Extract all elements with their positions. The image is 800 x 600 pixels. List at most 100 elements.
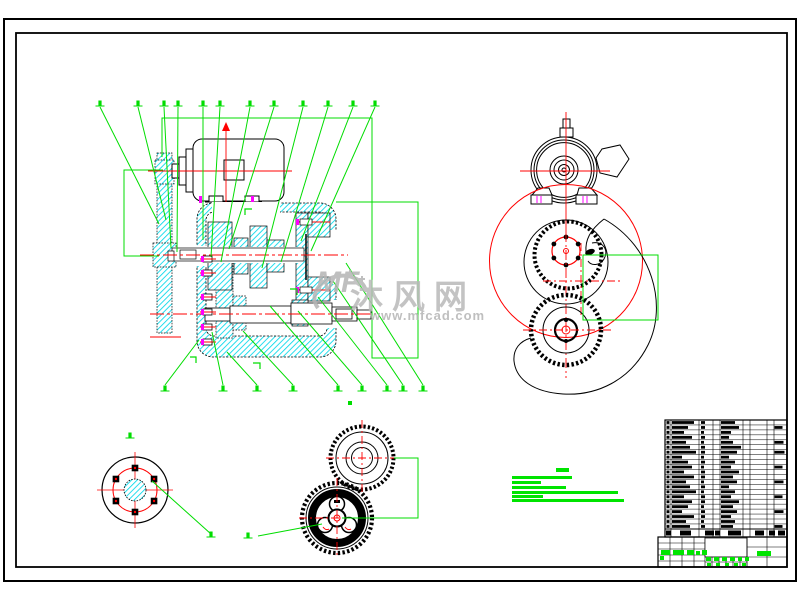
foundation-bolt bbox=[251, 196, 254, 203]
electric-motor-end-view bbox=[520, 112, 630, 232]
gear-pair-detail-view bbox=[299, 420, 398, 558]
header-cell-blob bbox=[705, 530, 714, 536]
title-text-blob bbox=[687, 550, 694, 555]
gear-pitch-circle-red bbox=[489, 184, 643, 338]
balloon-number bbox=[351, 100, 355, 106]
header-cell-blob bbox=[728, 530, 741, 536]
wall-bolt-nut bbox=[201, 256, 204, 262]
flange-hub bbox=[123, 478, 147, 502]
wall-bolt-nut bbox=[201, 309, 204, 315]
balloon-number bbox=[248, 100, 252, 106]
spec-blob bbox=[721, 495, 731, 499]
leader-line bbox=[164, 339, 200, 386]
spec-blob bbox=[721, 445, 741, 449]
remark-blob bbox=[774, 450, 785, 454]
driven-gear bbox=[326, 420, 398, 494]
motor-nameplate bbox=[223, 159, 245, 181]
wall-bolt-nut bbox=[201, 324, 204, 330]
notes-line bbox=[512, 495, 543, 498]
qty-blob bbox=[701, 445, 705, 449]
header-cell-blob bbox=[755, 530, 764, 536]
title-text-blob bbox=[725, 563, 729, 566]
balloon-labels bbox=[95, 100, 428, 539]
flange-bolt-center bbox=[133, 510, 137, 514]
spec-blob bbox=[721, 485, 729, 489]
leader-line bbox=[332, 280, 404, 386]
parts-list-table bbox=[664, 419, 788, 538]
spec-blob bbox=[721, 460, 735, 464]
qty-blob bbox=[701, 500, 705, 504]
housing-bolts bbox=[200, 255, 216, 346]
item-no-blob bbox=[666, 426, 670, 429]
title-block-border bbox=[657, 536, 788, 568]
qty-blob bbox=[701, 470, 705, 474]
output-shaft-assembly bbox=[150, 299, 376, 327]
qty-blob bbox=[701, 505, 704, 509]
section-mark bbox=[290, 288, 298, 295]
title-text-blob bbox=[730, 557, 735, 561]
item-no-blob bbox=[666, 480, 670, 484]
qty-blob bbox=[701, 435, 705, 439]
leader-line bbox=[99, 106, 160, 225]
item-no-blob bbox=[666, 455, 670, 459]
name-blob bbox=[672, 475, 694, 479]
view-frame bbox=[161, 117, 419, 359]
flange-bolt-circle bbox=[112, 464, 158, 516]
flange-bolt-center bbox=[114, 477, 118, 481]
leader-line bbox=[345, 262, 424, 386]
title-text-blob bbox=[714, 557, 719, 561]
leader-line bbox=[220, 106, 251, 263]
balloon-number bbox=[221, 385, 225, 391]
item-no-blob bbox=[666, 450, 670, 454]
item-no-blob bbox=[666, 515, 670, 518]
name-blob bbox=[672, 505, 688, 509]
notes-line bbox=[512, 481, 541, 484]
balloon-number bbox=[326, 100, 330, 106]
leader-line bbox=[176, 106, 179, 253]
qty-blob bbox=[701, 421, 705, 424]
view-frame bbox=[123, 169, 163, 257]
foundation-bolt bbox=[199, 196, 202, 203]
section-mark bbox=[190, 356, 197, 363]
leader-line bbox=[228, 106, 275, 250]
balloon-number bbox=[401, 385, 405, 391]
qty-blob bbox=[701, 426, 705, 429]
header-cell-blob bbox=[778, 530, 785, 536]
name-blob bbox=[672, 480, 686, 484]
remark-blob bbox=[774, 426, 783, 429]
title-text-blob bbox=[673, 550, 684, 555]
spec-blob bbox=[721, 431, 731, 434]
item-no-blob bbox=[666, 490, 670, 494]
name-blob bbox=[672, 500, 692, 504]
notes-line bbox=[512, 491, 618, 494]
leader-line bbox=[257, 523, 323, 537]
name-blob bbox=[672, 515, 694, 518]
qty-blob bbox=[701, 455, 704, 459]
item-no-blob bbox=[666, 520, 670, 523]
qty-blob bbox=[701, 450, 705, 454]
spec-blob bbox=[721, 520, 735, 523]
green-view-frames bbox=[123, 117, 659, 519]
border-frame bbox=[3, 18, 797, 582]
balloon-number bbox=[201, 100, 205, 106]
leader-line bbox=[211, 331, 224, 386]
outer-border bbox=[3, 18, 797, 582]
item-no-blob bbox=[666, 495, 670, 499]
spec-blob bbox=[721, 510, 737, 513]
notes-heading bbox=[556, 468, 569, 472]
bolt-dot bbox=[575, 255, 581, 261]
title-text-blob bbox=[706, 557, 711, 561]
balloon-mark bbox=[348, 401, 352, 405]
spec-blob bbox=[721, 525, 733, 528]
spec-blob bbox=[721, 450, 737, 454]
wall-bolt-nut bbox=[201, 270, 204, 276]
section-mark bbox=[244, 208, 252, 215]
item-no-blob bbox=[666, 500, 670, 504]
spec-blob bbox=[721, 490, 735, 494]
title-text-blob bbox=[707, 563, 711, 566]
title-text-blob bbox=[660, 556, 664, 560]
remark-blob bbox=[774, 465, 783, 469]
wall-bolt-nut bbox=[201, 294, 204, 300]
balloon-number bbox=[301, 100, 305, 106]
remark-blob bbox=[774, 495, 783, 499]
